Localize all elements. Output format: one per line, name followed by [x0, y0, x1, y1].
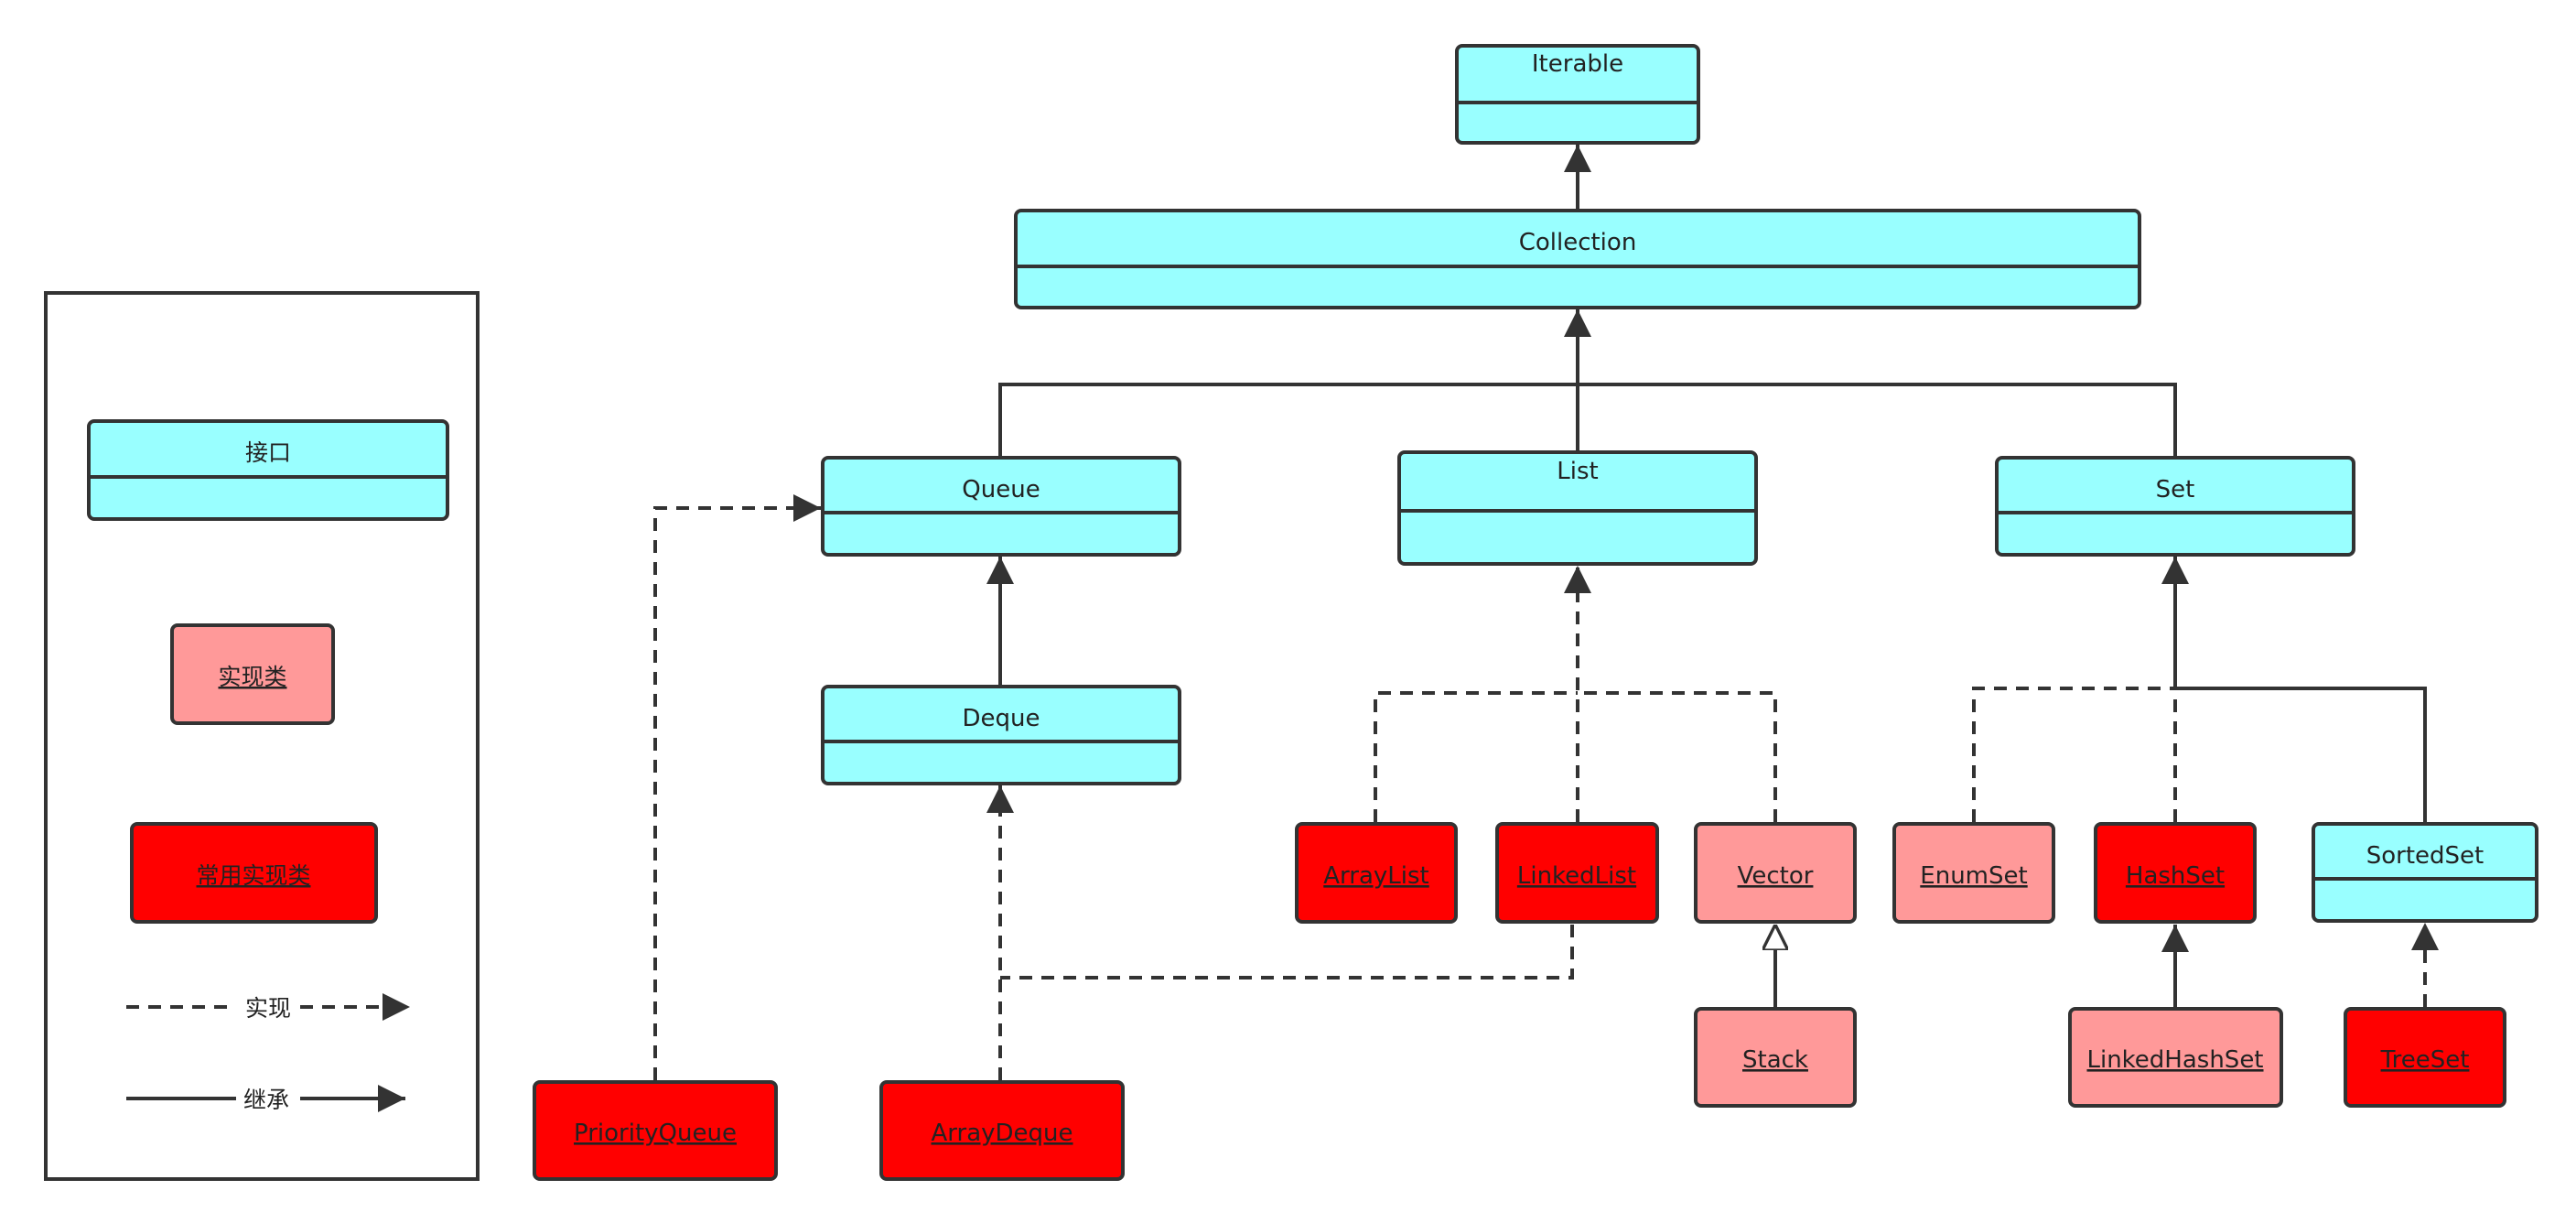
node-vector: Vector — [1694, 822, 1857, 924]
node-treeset-label: TreeSet — [2380, 1046, 2470, 1074]
legend-common-impl-label: 常用实现类 — [196, 862, 310, 889]
node-sortedset: SortedSet — [2312, 822, 2538, 923]
node-linkedlist: LinkedList — [1495, 822, 1659, 924]
legend-interface-box: 接口 — [87, 419, 449, 521]
edge-priorityqueue-queue — [653, 494, 821, 1080]
edge-queue-collection — [998, 383, 1578, 458]
node-priorityqueue-label: PriorityQueue — [574, 1120, 737, 1147]
node-stack-label: Stack — [1742, 1046, 1808, 1074]
legend-common-impl-box: 常用实现类 — [130, 822, 378, 924]
node-arraydeque-label: ArrayDeque — [931, 1120, 1072, 1147]
node-list-label: List — [1557, 458, 1598, 485]
node-linkedhashset-label: LinkedHashSet — [2086, 1046, 2263, 1074]
connectors — [653, 145, 2439, 1080]
edge-arraylist-list — [1374, 691, 1578, 822]
legend: 接口 实现类 常用实现类 实现 继承 — [44, 291, 480, 1181]
node-sortedset-label: SortedSet — [2366, 842, 2484, 870]
node-collection-label: Collection — [1519, 229, 1637, 256]
node-deque: Deque — [821, 685, 1181, 785]
node-stack: Stack — [1694, 1007, 1857, 1108]
node-set-label: Set — [2156, 476, 2195, 503]
edge-sortedset-set — [2161, 557, 2427, 822]
node-collection: Collection — [1014, 209, 2141, 309]
legend-impl-box: 实现类 — [170, 623, 335, 725]
edge-linkedlist-deque — [1000, 925, 1574, 979]
node-arraylist: ArrayList — [1295, 822, 1458, 924]
node-arraylist-label: ArrayList — [1323, 862, 1428, 890]
node-deque-label: Deque — [963, 705, 1040, 732]
node-iterable-label: Iterable — [1532, 50, 1623, 78]
node-linkedlist-label: LinkedList — [1517, 862, 1636, 890]
node-enumset-label: EnumSet — [1920, 862, 2027, 890]
node-queue: Queue — [821, 456, 1181, 557]
legend-extends-label: 继承 — [243, 1087, 289, 1113]
node-set: Set — [1995, 456, 2355, 557]
legend-frame — [44, 291, 480, 1181]
node-linkedhashset: LinkedHashSet — [2068, 1007, 2283, 1108]
node-treeset: TreeSet — [2344, 1007, 2506, 1108]
node-vector-label: Vector — [1738, 862, 1814, 890]
legend-implements-line: 实现 — [126, 993, 410, 1022]
legend-extends-line: 继承 — [126, 1085, 405, 1113]
node-list: List — [1397, 450, 1758, 566]
edge-set-collection — [1578, 383, 2177, 458]
legend-impl-label: 实现类 — [218, 664, 286, 690]
node-enumset: EnumSet — [1892, 822, 2055, 924]
node-hashset: HashSet — [2094, 822, 2257, 924]
node-iterable: Iterable — [1455, 44, 1700, 145]
legend-interface-label: 接口 — [245, 439, 291, 466]
node-priorityqueue: PriorityQueue — [533, 1080, 778, 1181]
node-hashset-label: HashSet — [2126, 862, 2225, 890]
edge-enumset-set — [1972, 687, 2175, 822]
node-arraydeque: ArrayDeque — [879, 1080, 1125, 1181]
legend-implements-label: 实现 — [245, 995, 291, 1022]
node-queue-label: Queue — [962, 476, 1040, 503]
edge-vector-list — [1578, 691, 1777, 822]
